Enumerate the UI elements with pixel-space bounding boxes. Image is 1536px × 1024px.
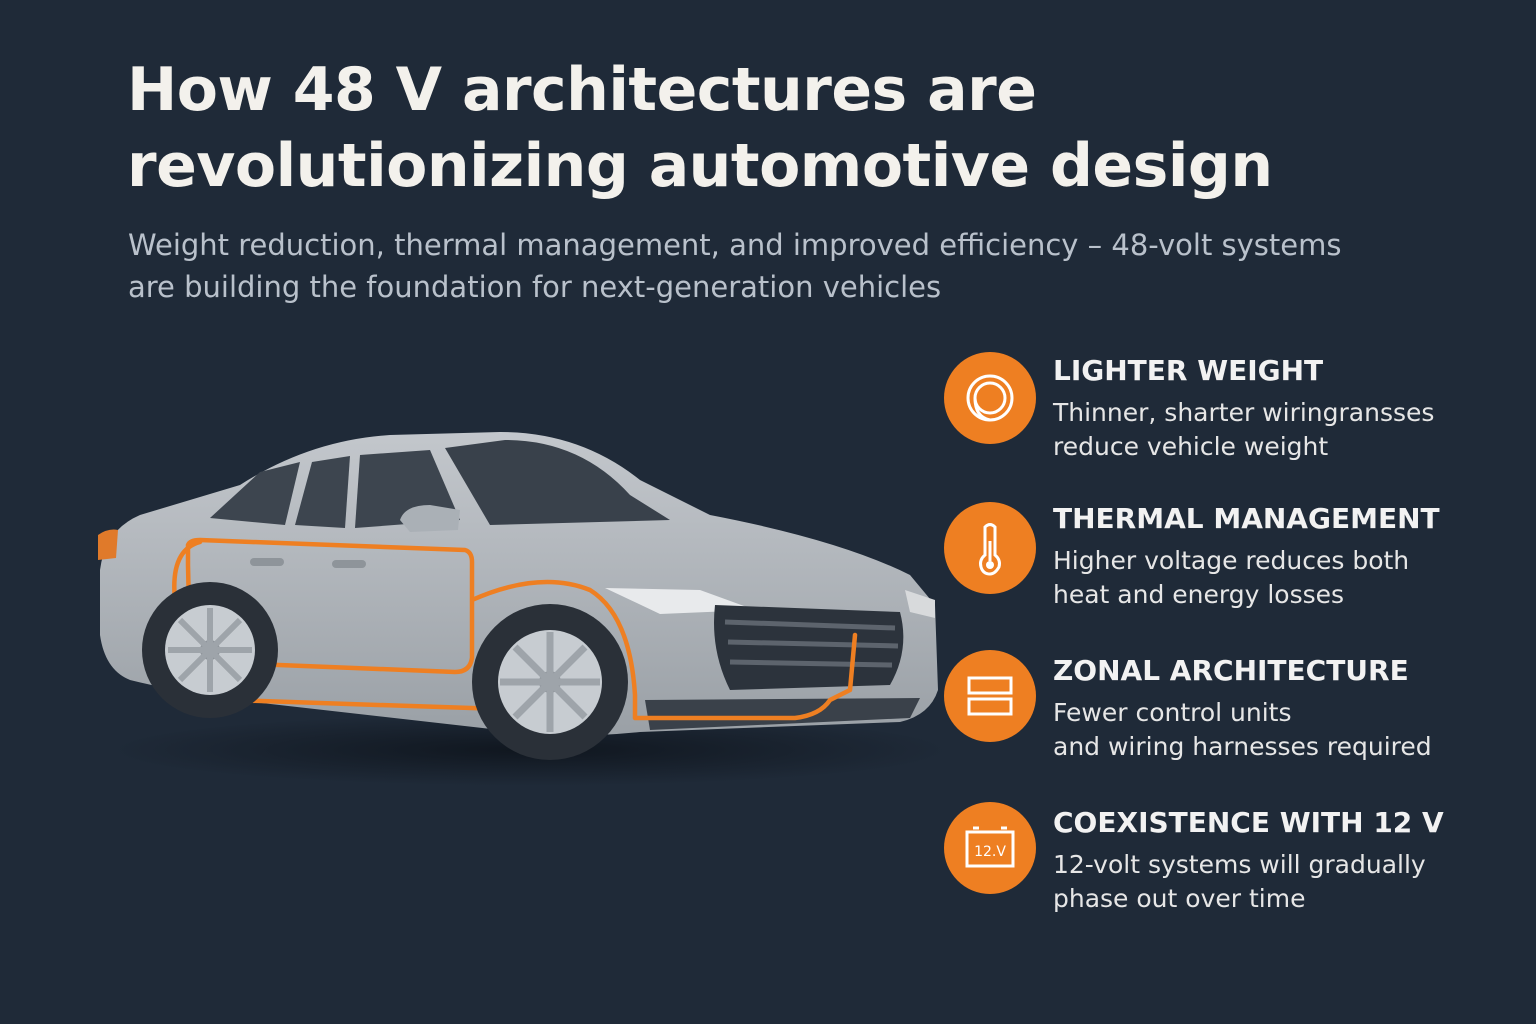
feature-coexistence-12v: 12.V COEXISTENCE WITH 12 V 12-volt syste…	[944, 800, 1524, 920]
battery-12v-icon: 12.V	[944, 802, 1036, 894]
page-title: How 48 V architectures are revolutionizi…	[127, 55, 1273, 201]
wiring-harness	[172, 537, 858, 721]
tail-light	[98, 529, 118, 560]
feature-title: THERMAL MANAGEMENT	[1053, 502, 1440, 535]
feature-description: Higher voltage reduces both heat and ene…	[1053, 546, 1410, 609]
feature-description: Thinner, sharter wiringransses reduce ve…	[1053, 398, 1435, 461]
side-mirror	[400, 505, 460, 532]
rear-side-window	[295, 456, 350, 528]
rear-window	[210, 462, 300, 525]
car-illustration	[60, 400, 960, 820]
feature-title: ZONAL ARCHITECTURE	[1053, 654, 1409, 687]
feature-description: Fewer control units and wiring harnesses…	[1053, 698, 1432, 761]
windshield	[445, 440, 670, 525]
zones-icon	[944, 650, 1036, 742]
feature-title: LIGHTER WEIGHT	[1053, 354, 1324, 387]
page-subtitle: Weight reduction, thermal management, an…	[128, 228, 1342, 304]
feature-thermal-management: THERMAL MANAGEMENT Higher voltage reduce…	[944, 496, 1524, 616]
feature-description: 12-volt systems will gradually phase out…	[1053, 850, 1426, 913]
feature-lighter-weight: LIGHTER WEIGHT Thinner, sharter wiringra…	[944, 348, 1524, 468]
rear-wheel	[142, 582, 278, 718]
battery-label: 12.V	[974, 844, 1006, 860]
feature-title: COEXISTENCE WITH 12 V	[1053, 806, 1444, 839]
feature-zonal-architecture: ZONAL ARCHITECTURE Fewer control units a…	[944, 648, 1524, 768]
wire-coil-icon	[944, 352, 1036, 444]
lower-bumper	[645, 698, 920, 730]
front-wheel	[472, 604, 628, 760]
thermometer-icon	[944, 502, 1036, 594]
fog-light-right	[905, 590, 935, 618]
